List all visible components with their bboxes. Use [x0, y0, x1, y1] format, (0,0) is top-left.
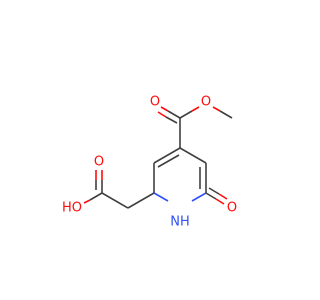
bond-c2-o-a2: [215, 198, 225, 205]
ester-ether-oxygen-label: O: [201, 95, 211, 110]
acid-hydroxyl-label: HO: [62, 201, 82, 216]
bond-ester-c-o2b: [191, 106, 200, 112]
bond-c2-o-b: [208, 187, 220, 195]
bond-c6-n: [153, 192, 169, 202]
bond-c4-c5: [153, 147, 181, 164]
molecule-canvas: O O O HO NH O: [61, 94, 238, 230]
lactam-oxygen-label: O: [227, 201, 237, 216]
bond-cooh-oh-a: [89, 192, 103, 201]
bond-o2-methyl-a: [212, 106, 221, 112]
bond-c4-c5-inner: [157, 154, 180, 168]
bond-ester-c-o1-dbl: [165, 116, 178, 124]
bond-c6-ch2: [127, 192, 155, 209]
bond-c2-o-a: [205, 192, 217, 200]
bond-n-c2: [191, 192, 207, 202]
bond-c2-o-b2: [218, 193, 228, 200]
acid-carbonyl-oxygen-label: O: [94, 155, 104, 170]
bond-o2-methyl-b: [219, 110, 233, 119]
ester-carbonyl-oxygen-label: O: [150, 95, 160, 110]
structure-diagram: O O O HO NH O: [62, 95, 237, 230]
bond-ester-c-o1b: [160, 106, 169, 112]
bond-ester-c-o1: [167, 110, 181, 119]
bond-ester-c-o1-dblb: [157, 111, 167, 118]
bond-ch2-cooh: [101, 192, 129, 209]
bond-ester-c-o2: [179, 110, 193, 119]
bond-c4-c3: [179, 147, 207, 164]
ring-nh-label: NH: [170, 215, 190, 230]
bond-cooh-oh-b: [83, 199, 91, 204]
